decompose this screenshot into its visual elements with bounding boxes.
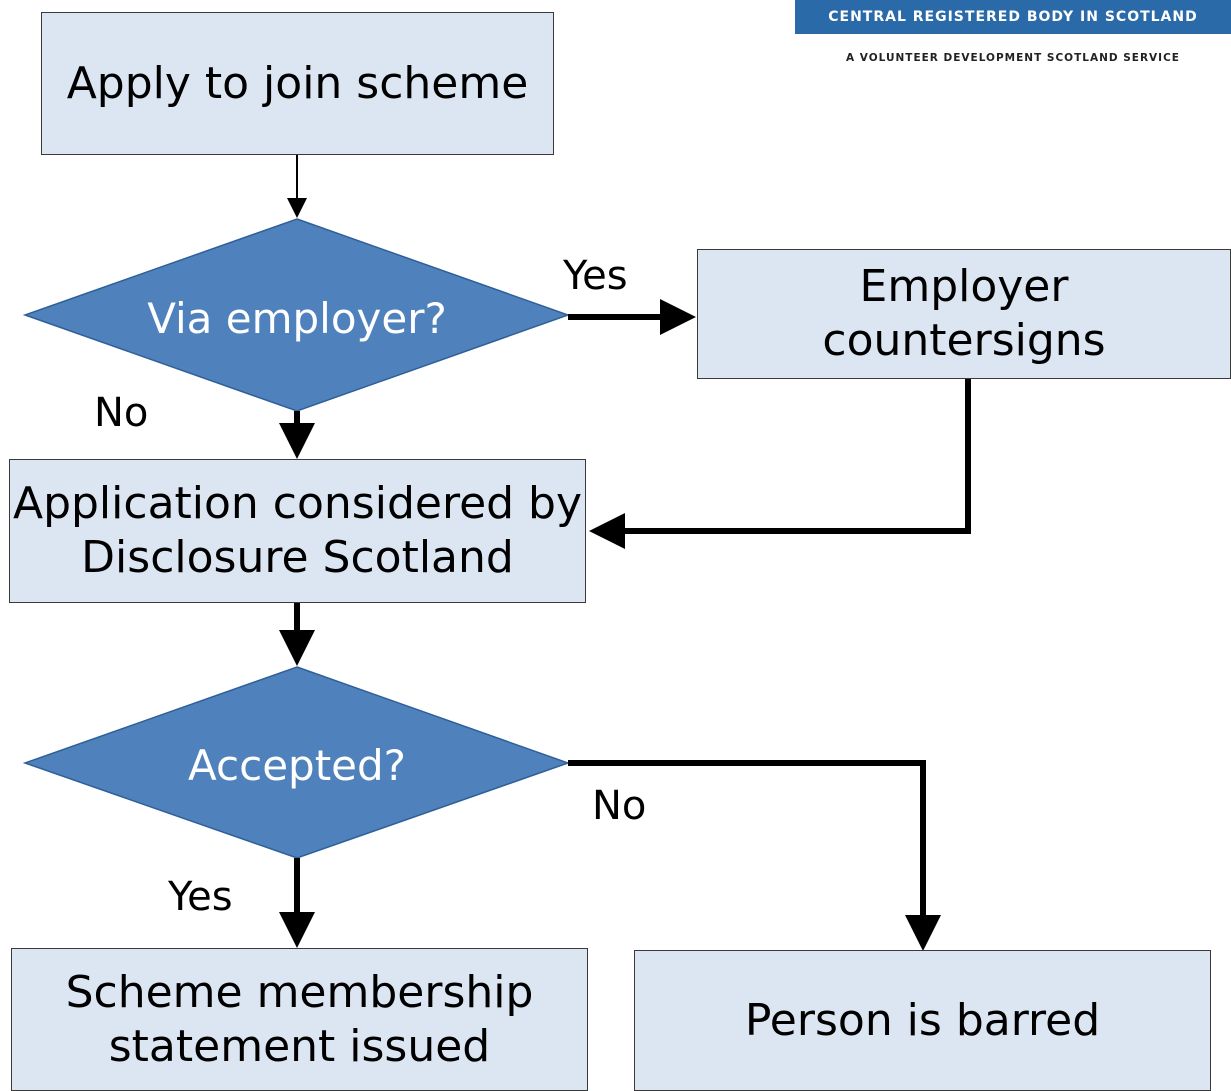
barred-text: Person is barred [744, 994, 1101, 1046]
barred-box: Person is barred [634, 950, 1211, 1091]
service-line: A VOLUNTEER DEVELOPMENT SCOTLAND SERVICE [846, 52, 1180, 64]
connector-countersign-to-considered [589, 379, 971, 549]
org-line: CENTRAL REGISTERED BODY IN SCOTLAND [828, 9, 1198, 25]
accepted-yes-label: Yes [168, 874, 233, 920]
considered-line-1: Application considered by [12, 478, 583, 530]
countersign-line-1: Employer [859, 261, 1069, 313]
decision-employer-text: Via employer? [147, 294, 447, 343]
statement-line-1: Scheme membership [65, 966, 534, 1018]
countersign-line-2: countersigns [822, 315, 1106, 366]
employer-no-label: No [94, 390, 149, 436]
org-banner: CENTRAL REGISTERED BODY IN SCOTLAND [795, 0, 1231, 34]
statement-line-2: statement issued [108, 1020, 491, 1072]
considered-line-2: Disclosure Scotland [81, 532, 514, 583]
apply-text: Apply to join scheme [66, 57, 529, 109]
connector-no-to-barred [568, 760, 941, 951]
employer-yes-label: Yes [563, 253, 628, 299]
accepted-no-label: No [592, 783, 647, 829]
statement-box: Scheme membership statement issued [11, 948, 588, 1091]
countersign-box: Employer countersigns [697, 249, 1231, 379]
considered-box: Application considered by Disclosure Sco… [9, 459, 586, 603]
apply-box: Apply to join scheme [41, 12, 554, 155]
decision-accepted-text: Accepted? [188, 741, 406, 790]
